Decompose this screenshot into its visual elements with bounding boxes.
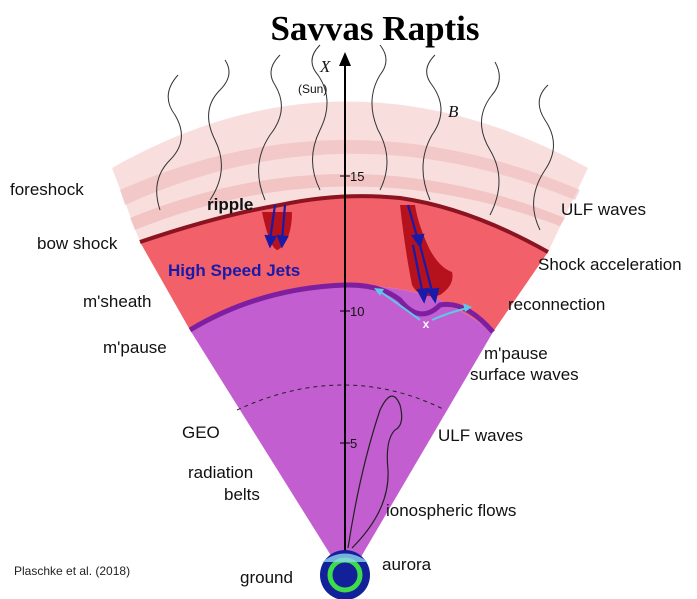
- label-mpause-waves-1: m'pause: [484, 344, 548, 363]
- label-reconnection: reconnection: [508, 295, 605, 314]
- citation: Plaschke et al. (2018): [14, 564, 130, 578]
- x-axis-sublabel: (Sun): [298, 82, 327, 96]
- x-axis-tick-label: 15: [350, 169, 364, 184]
- label-high-speed-jets: High Speed Jets: [168, 261, 300, 280]
- label-mpause: m'pause: [103, 338, 167, 357]
- field-label: B: [448, 102, 459, 121]
- label-bow-shock: bow shock: [37, 234, 118, 253]
- label-ulf-waves-mid: ULF waves: [438, 426, 523, 445]
- label-ulf-waves-top: ULF waves: [561, 200, 646, 219]
- label-ground: ground: [240, 568, 293, 587]
- earth-cap: [336, 566, 354, 584]
- title: Savvas Raptis: [270, 9, 479, 48]
- x-axis-arrowhead: [339, 52, 351, 66]
- x-axis-label: X: [319, 57, 331, 76]
- reconnection-marker: x: [423, 317, 430, 331]
- label-belts: belts: [224, 485, 260, 504]
- label-foreshock: foreshock: [10, 180, 84, 199]
- label-radiation: radiation: [188, 463, 253, 482]
- label-ionospheric-flows: ionospheric flows: [386, 501, 516, 520]
- label-ripple: ripple: [207, 195, 253, 214]
- label-shock-acceleration: Shock acceleration: [538, 255, 682, 274]
- label-msheath: m'sheath: [83, 292, 151, 311]
- x-axis-tick-label: 5: [350, 436, 357, 451]
- magnetosphere-region: [190, 285, 493, 562]
- x-axis-tick-label: 10: [350, 304, 364, 319]
- label-aurora: aurora: [382, 555, 432, 574]
- label-mpause-waves-2: surface waves: [470, 365, 579, 384]
- label-geo: GEO: [182, 423, 220, 442]
